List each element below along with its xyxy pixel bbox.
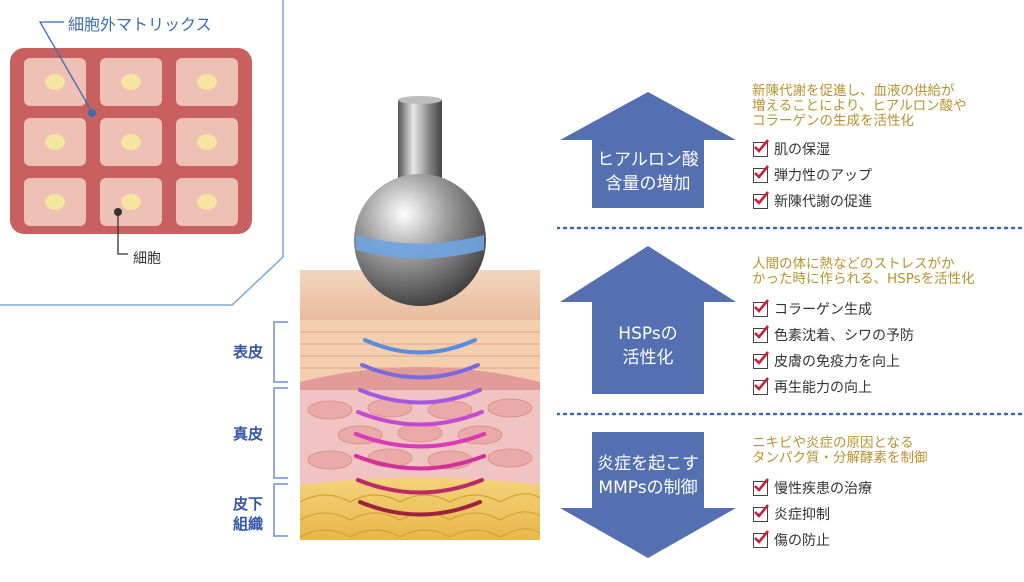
list-item-label: 色素沈着、シワの予防 (774, 328, 914, 344)
cell (24, 118, 86, 166)
cell (176, 58, 238, 106)
cell (176, 178, 238, 226)
list-item: 再生能力の向上 (753, 374, 914, 400)
cell (24, 178, 86, 226)
energy-waves (354, 338, 486, 517)
hsps-desc-line1: 人間の体に熱などのストレスがか (752, 256, 955, 272)
cell (176, 118, 238, 166)
hsps-desc-line2: かった時に作られる、HSPsを活性化 (752, 271, 975, 287)
cell-matrix-diagram (10, 21, 252, 255)
subcutis-layer (299, 477, 541, 540)
cell-grid (24, 58, 238, 226)
hyaluronic-description: 新陳代謝を促進し、血液の供給が 増えることにより、ヒアルロン酸や コラーゲンの生… (752, 84, 967, 129)
hsps-arrow-line2: 活性化 (622, 348, 674, 368)
hyaluronic-arrow-line1: ヒアルロン酸 (597, 150, 699, 170)
list-item-label: 炎症抑制 (774, 507, 830, 523)
hyaluronic-up-arrow (560, 92, 736, 208)
mmps-description: ニキビや炎症の原因となる タンパク質・分解酵素を制御 (752, 436, 928, 466)
checkbox-checked-icon (753, 529, 769, 548)
list-item-label: 再生能力の向上 (774, 380, 872, 396)
section-divider (557, 412, 1024, 416)
list-item-label: 弾力性のアップ (774, 168, 872, 184)
list-item-label: 新陳代謝の促進 (774, 194, 872, 210)
dermis-layer (300, 390, 540, 485)
checkbox-checked-icon (753, 298, 769, 317)
hyaluronic-arrow-line2: 含量の増加 (605, 174, 691, 194)
cell (24, 58, 86, 106)
mmps-arrow-text: 炎症を起こす MMPsの制御 (583, 452, 713, 500)
checkbox-checked-icon (753, 477, 769, 496)
mmps-checklist: 慢性疾患の治療 炎症抑制 傷の防止 (753, 475, 872, 553)
hsps-checklist: コラーゲン生成 色素沈着、シワの予防 皮膚の免疫力を向上 再生能力の向上 (753, 296, 914, 400)
list-item-label: コラーゲン生成 (774, 302, 872, 318)
cell-leader-line (114, 208, 128, 255)
mmps-arrow-line2: MMPsの制御 (598, 478, 698, 498)
mmps-desc-line1: ニキビや炎症の原因となる (752, 435, 914, 451)
subcutis-label-line2: 組織 (232, 515, 263, 533)
list-item-label: 慢性疾患の治療 (774, 481, 872, 497)
checkbox-checked-icon (753, 503, 769, 522)
checkbox-checked-icon (753, 376, 769, 395)
list-item-label: 皮膚の免疫力を向上 (774, 354, 900, 370)
hyaluronic-desc-line3: コラーゲンの生成を活性化 (752, 113, 914, 129)
list-item: 肌の保湿 (753, 136, 872, 162)
list-item: コラーゲン生成 (753, 296, 914, 322)
cell (100, 118, 162, 166)
list-item-label: 肌の保湿 (774, 142, 830, 158)
hyaluronic-desc-line1: 新陳代謝を促進し、血液の供給が (752, 83, 955, 99)
mmps-down-arrow (560, 432, 736, 558)
hsps-arrow-text: HSPsの 活性化 (583, 322, 713, 370)
list-item: 弾力性のアップ (753, 162, 872, 188)
cell-label: 細胞 (133, 251, 161, 267)
checkbox-checked-icon (753, 350, 769, 369)
list-item: 傷の防止 (753, 527, 872, 553)
matrix-leader-line (38, 21, 96, 117)
rf-device (354, 96, 486, 306)
list-item: 皮膚の免疫力を向上 (753, 348, 914, 374)
hsps-up-arrow (560, 246, 736, 394)
hyaluronic-arrow-text: ヒアルロン酸 含量の増加 (583, 148, 713, 196)
list-item: 炎症抑制 (753, 501, 872, 527)
list-item: 慢性疾患の治療 (753, 475, 872, 501)
mmps-arrow-line1: 炎症を起こす (597, 454, 699, 474)
list-item-label: 傷の防止 (774, 533, 830, 549)
dermis-label: 真皮 (232, 425, 263, 443)
checkbox-checked-icon (753, 190, 769, 209)
mmps-desc-line2: タンパク質・分解酵素を制御 (752, 450, 928, 466)
hsps-description: 人間の体に熱などのストレスがか かった時に作られる、HSPsを活性化 (752, 257, 975, 287)
checkbox-checked-icon (753, 324, 769, 343)
checkbox-checked-icon (753, 164, 769, 183)
cell (100, 58, 162, 106)
subcutis-label-line1: 皮下 (232, 495, 263, 513)
section-divider (557, 226, 1024, 230)
epidermis-label: 表皮 (232, 343, 263, 361)
list-item: 色素沈着、シワの予防 (753, 322, 914, 348)
matrix-label: 細胞外マトリックス (68, 15, 212, 34)
skin-cross-section (299, 96, 541, 540)
list-item: 新陳代謝の促進 (753, 188, 872, 214)
checkbox-checked-icon (753, 138, 769, 157)
cell (100, 178, 162, 226)
hyaluronic-desc-line2: 増えることにより、ヒアルロン酸や (752, 98, 967, 114)
subcutis-label: 皮下 組織 (218, 494, 278, 534)
hsps-arrow-line1: HSPsの (618, 324, 678, 344)
layer-brackets (273, 321, 288, 537)
hyaluronic-checklist: 肌の保湿 弾力性のアップ 新陳代謝の促進 (753, 136, 872, 214)
